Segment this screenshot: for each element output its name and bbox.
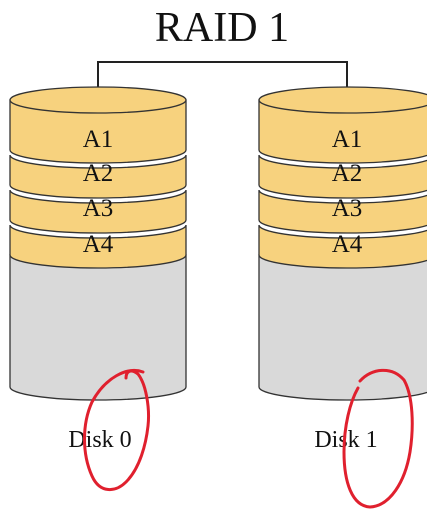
disk-1-block-3-label: A3 — [332, 195, 363, 222]
disk-1-block-2-label: A2 — [332, 160, 363, 187]
disk-0-block-1 — [9, 99, 187, 164]
annotation-circle-disk-0 — [83, 369, 150, 491]
mirror-connector — [97, 61, 348, 88]
disk-1-block-2 — [258, 154, 427, 199]
disk-0-top — [9, 86, 187, 114]
disk-0-block-3 — [9, 189, 187, 234]
disk-1-top — [258, 86, 427, 114]
disk-0: A1 A2 A3 A4 Disk 0 — [9, 86, 187, 453]
disk-1-block-4-label: A4 — [332, 231, 363, 258]
disk-0-block-3-label: A3 — [83, 195, 114, 222]
disk-1: A1 A2 A3 A4 Disk 1 — [258, 86, 427, 453]
disk-0-body — [9, 254, 187, 401]
disk-1-body — [258, 254, 427, 401]
disk-1-block-1 — [258, 99, 427, 164]
disk-0-block-1-label: A1 — [83, 126, 114, 153]
disk-0-block-2-label: A2 — [83, 160, 114, 187]
annotation-circle-disk-1 — [342, 368, 414, 509]
diagram-title: RAID 1 — [155, 5, 289, 51]
disk-1-block-1-label: A1 — [332, 126, 363, 153]
disk-0-block-2 — [9, 154, 187, 199]
disk-1-block-4 — [258, 224, 427, 269]
disk-0-block-4-label: A4 — [83, 231, 114, 258]
disk-0-label: Disk 0 — [68, 427, 131, 453]
disk-1-block-3 — [258, 189, 427, 234]
disk-0-block-4 — [9, 224, 187, 269]
